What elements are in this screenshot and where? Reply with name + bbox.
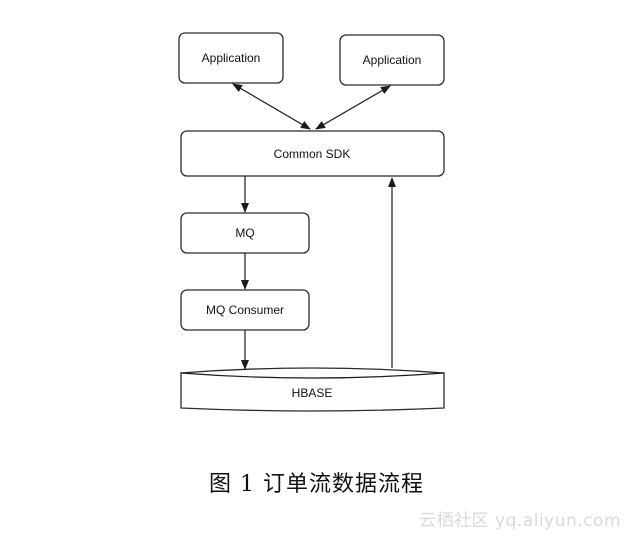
- figure-caption: 图 1 订单流数据流程: [209, 472, 424, 497]
- application-left-label: Application: [202, 51, 261, 65]
- hbase-node: HBASE: [180, 367, 445, 412]
- mq-label: MQ: [235, 226, 254, 240]
- mq-consumer-label: MQ Consumer: [206, 303, 284, 317]
- application-right-node: Application: [339, 34, 445, 86]
- mq-node: MQ: [180, 212, 310, 254]
- application-left-node: Application: [178, 32, 284, 84]
- hbase-label: HBASE: [292, 386, 333, 400]
- hbase-top-rim: [180, 372, 445, 379]
- mq-consumer-node: MQ Consumer: [180, 289, 310, 331]
- common-sdk-node: Common SDK: [180, 130, 445, 177]
- site-watermark: 云栖社区 yq.aliyun.com: [419, 511, 621, 531]
- edge-app-left-sdk: [232, 83, 311, 130]
- application-right-label: Application: [363, 53, 422, 67]
- common-sdk-label: Common SDK: [274, 147, 351, 161]
- edge-app-right-sdk: [315, 85, 391, 130]
